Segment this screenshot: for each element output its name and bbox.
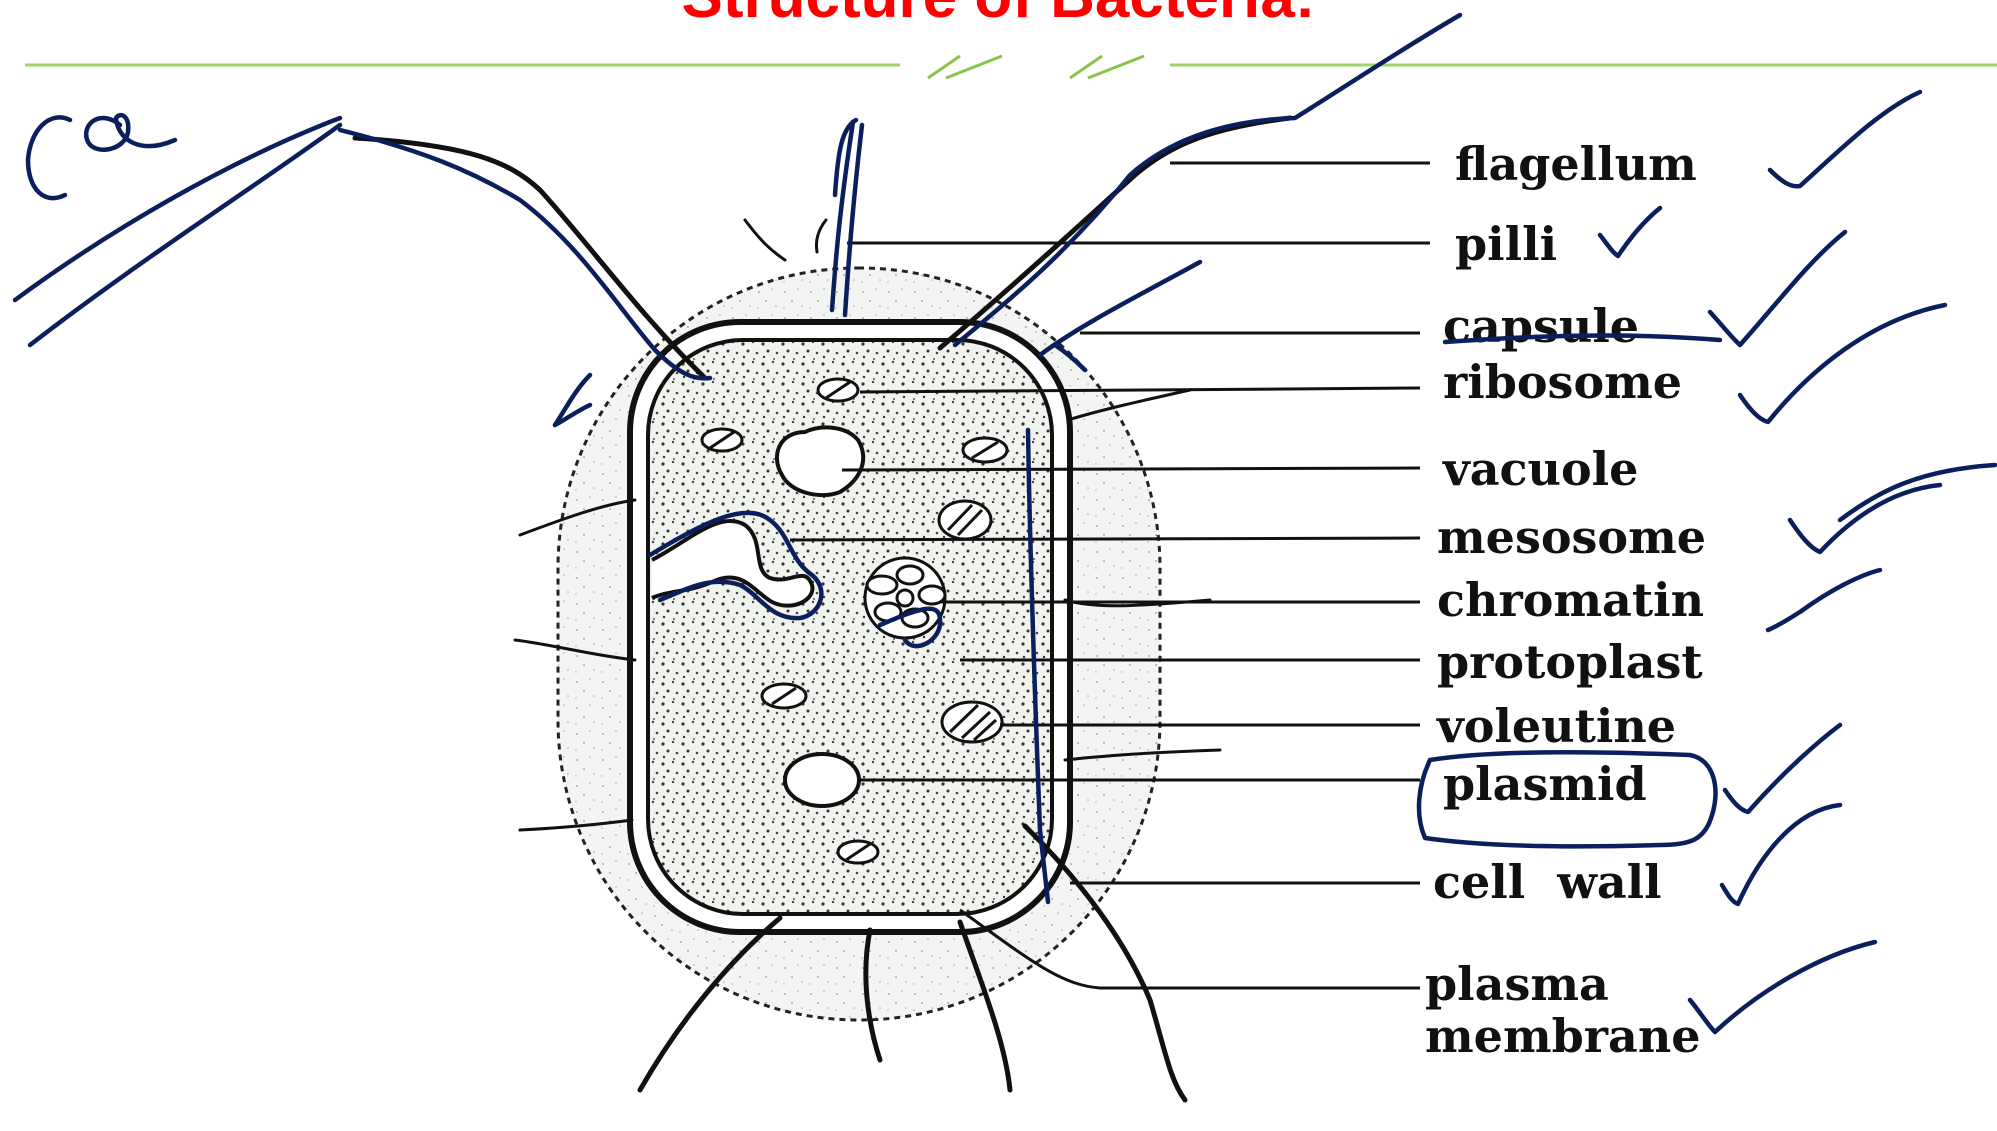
label-ribosome: ribosome [1443,355,1682,409]
check-membrane-icon [1690,942,1875,1032]
check-ribosome-icon [1740,305,1945,422]
chromatin-shape [865,558,945,638]
label-protoplast: protoplast [1437,635,1703,689]
plasmid-shape [785,754,859,806]
label-flagellum: flagellum [1455,137,1697,191]
check-cell-wall-icon [1722,805,1840,904]
check-pilli-icon [1600,208,1660,256]
label-vacuole: vacuole [1442,442,1638,496]
label-chromatin: chromatin [1437,573,1704,627]
diagram-labels: flagellum pilli capsule ribosome vacuole… [1425,137,1706,1063]
label-voleutine: voleutine [1436,699,1676,753]
label-membrane: membrane [1425,1009,1701,1063]
label-cell-wall: cell wall [1433,855,1662,909]
label-mesosome: mesosome [1437,510,1706,564]
check-plasmid-icon [1725,725,1840,812]
title-divider [25,56,1997,78]
label-plasmid: plasmid [1443,757,1647,811]
check-mesosome-a-icon [1790,485,1940,552]
plasma-membrane-layer [648,340,1052,914]
label-capsule: capsule [1443,299,1639,353]
label-pilli: pilli [1455,217,1557,271]
label-plasma: plasma [1425,957,1609,1011]
check-flagellum-icon [1770,92,1920,186]
vacuole-shape [777,427,863,495]
check-capsule-icon [1710,232,1845,345]
check-chromatin-icon [1768,570,1880,630]
corner-note [28,115,175,198]
